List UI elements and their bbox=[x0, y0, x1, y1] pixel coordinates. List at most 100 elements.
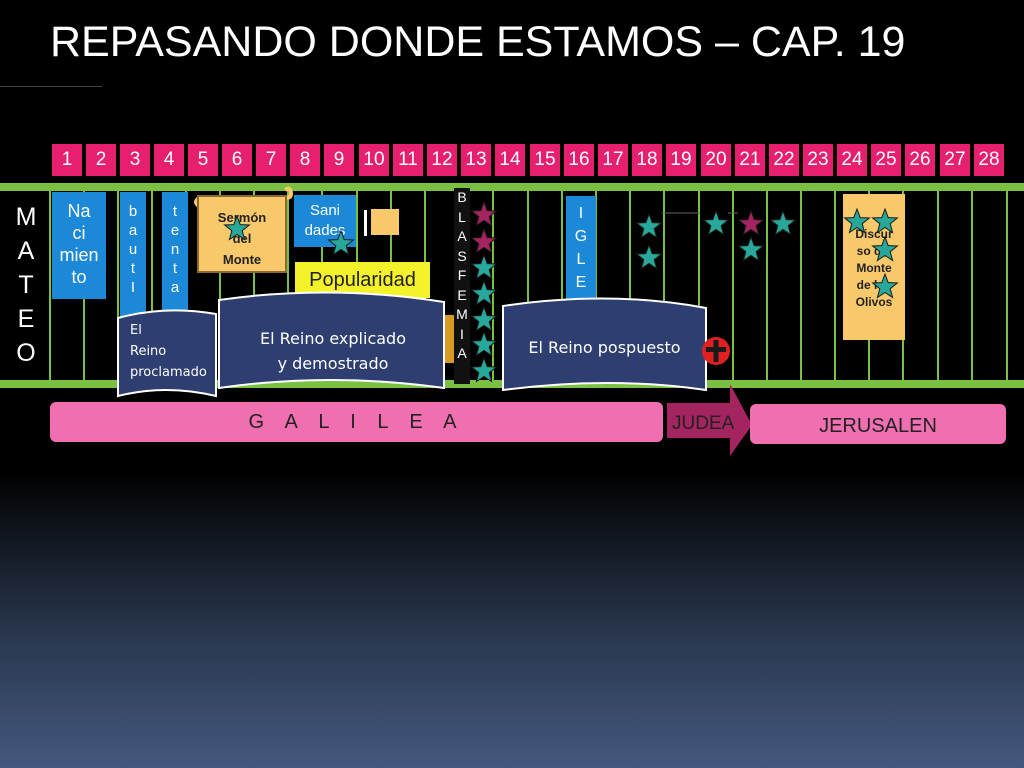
banner-text: Reino bbox=[130, 344, 167, 359]
chapter-divider bbox=[287, 191, 289, 380]
star-icon bbox=[702, 209, 730, 236]
chapter-12: 12 bbox=[427, 144, 457, 176]
banner-explicado-shape bbox=[218, 291, 445, 390]
chapter-19: 19 bbox=[666, 144, 696, 176]
event-iglesia: I G L E S bbox=[566, 196, 596, 301]
event-text: I bbox=[460, 325, 464, 342]
star-icon bbox=[769, 209, 797, 236]
event-text: a bbox=[128, 222, 138, 239]
title-divider bbox=[0, 86, 102, 87]
chapter-divider bbox=[732, 191, 734, 380]
timeline-rail-top bbox=[0, 183, 1024, 191]
banner-proclamado-shape bbox=[117, 309, 217, 398]
banner-pospuesto-shape bbox=[502, 297, 707, 392]
event-text: n bbox=[170, 241, 180, 258]
book-letter: E bbox=[17, 305, 35, 333]
chapter-divider bbox=[698, 191, 700, 380]
banner-text: El Reino explicado bbox=[260, 329, 406, 348]
event-text: B bbox=[457, 189, 467, 205]
chapter-divider bbox=[800, 191, 802, 380]
chapter-divider bbox=[219, 191, 221, 380]
event-text: L bbox=[576, 251, 586, 268]
chapter-divider bbox=[253, 191, 255, 380]
event-text: G bbox=[574, 228, 588, 245]
chapter-27: 27 bbox=[940, 144, 970, 176]
star-icon bbox=[470, 200, 498, 227]
chapter-4: 4 bbox=[154, 144, 184, 176]
event-text: Sani bbox=[309, 202, 341, 219]
star-icon bbox=[871, 207, 899, 234]
chapter-1: 1 bbox=[52, 144, 82, 176]
event-text: Discur bbox=[855, 227, 893, 241]
event-text: u bbox=[128, 241, 138, 258]
star-icon bbox=[470, 227, 498, 254]
star-icon bbox=[635, 212, 663, 239]
chapter-6: 6 bbox=[222, 144, 252, 176]
event-popularidad: Popularidad bbox=[295, 262, 430, 298]
chapter-divider bbox=[117, 191, 119, 380]
event-text: b bbox=[128, 203, 138, 220]
region-jerusalen: JERUSALEN bbox=[750, 404, 1006, 444]
event-text: E bbox=[575, 274, 587, 291]
book-letter: T bbox=[18, 271, 34, 299]
chapter-16: 16 bbox=[564, 144, 594, 176]
event-text: A bbox=[457, 345, 467, 361]
chapter-divider bbox=[527, 191, 529, 380]
event-text: dades bbox=[304, 222, 346, 239]
chapter-divider bbox=[971, 191, 973, 380]
star-icon bbox=[871, 235, 899, 262]
star-icon bbox=[470, 279, 498, 306]
star-icon bbox=[470, 253, 498, 280]
event-text: e bbox=[170, 222, 180, 239]
small-scroll bbox=[371, 209, 399, 235]
event-text: to bbox=[71, 267, 87, 287]
event-tentacion: t e n t a bbox=[162, 192, 188, 322]
chapter-22: 22 bbox=[769, 144, 799, 176]
chapter-28: 28 bbox=[974, 144, 1004, 176]
event-text: ci bbox=[72, 223, 86, 243]
event-text: Na bbox=[67, 201, 91, 221]
banner-text: y demostrado bbox=[277, 354, 389, 373]
star-icon bbox=[737, 235, 765, 262]
event-text: M bbox=[456, 306, 468, 322]
chapter-23: 23 bbox=[803, 144, 833, 176]
chapter-divider bbox=[595, 191, 597, 380]
chapter-divider bbox=[937, 191, 939, 380]
chapter-divider bbox=[151, 191, 153, 380]
event-bautismo: b a u t I bbox=[120, 192, 146, 322]
star-icon bbox=[470, 356, 498, 383]
chapter-13: 13 bbox=[461, 144, 491, 176]
banner-reino-proclamado: El Reino proclamado bbox=[130, 320, 207, 383]
star-icon bbox=[635, 243, 663, 270]
chapter-divider bbox=[766, 191, 768, 380]
event-text: I bbox=[578, 205, 584, 222]
chapter-divider bbox=[629, 191, 631, 380]
event-text: Olivos bbox=[855, 295, 893, 309]
orange-marker bbox=[444, 315, 454, 363]
chapter-17: 17 bbox=[598, 144, 628, 176]
event-text: mien bbox=[59, 245, 99, 265]
chapter-15: 15 bbox=[530, 144, 560, 176]
event-text: Monte bbox=[222, 252, 262, 267]
chapter-25: 25 bbox=[871, 144, 901, 176]
chapter-7: 7 bbox=[256, 144, 286, 176]
region-galilea: G A L I L E A bbox=[50, 402, 663, 442]
book-letter: M bbox=[15, 203, 37, 231]
chapter-10: 10 bbox=[359, 144, 389, 176]
book-letter: O bbox=[16, 339, 36, 367]
chapter-20: 20 bbox=[701, 144, 731, 176]
chapter-divider bbox=[492, 191, 494, 380]
chapter-8: 8 bbox=[290, 144, 320, 176]
event-text: F bbox=[457, 267, 467, 283]
star-icon bbox=[871, 272, 899, 299]
event-text: t bbox=[130, 260, 136, 277]
chapter-24: 24 bbox=[837, 144, 867, 176]
chapter-26: 26 bbox=[905, 144, 935, 176]
event-text: Monte bbox=[856, 261, 892, 275]
event-nacimiento: Na ci mien to bbox=[52, 192, 106, 299]
chapter-11: 11 bbox=[393, 144, 423, 176]
chapter-divider bbox=[663, 191, 665, 380]
